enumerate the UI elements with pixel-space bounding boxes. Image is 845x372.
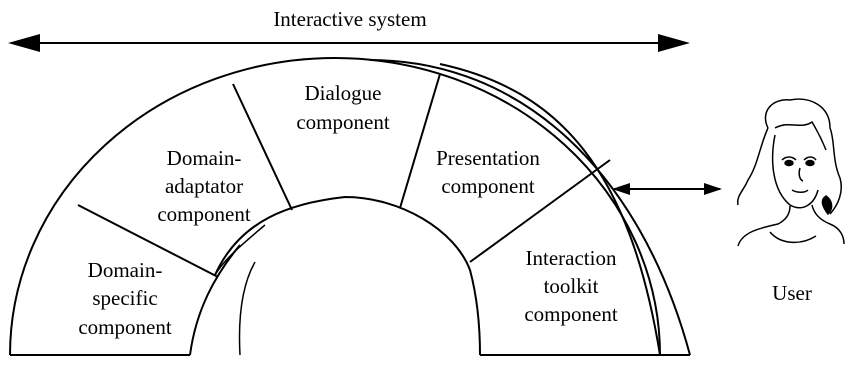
component-presentation: Presentation component (436, 146, 540, 198)
divider-specific-adaptator (77, 204, 219, 278)
dialogue-label-2: component (296, 110, 389, 134)
component-domain-specific: Domain- specific component (78, 258, 171, 339)
specific-label-2: specific (92, 286, 157, 310)
divider-adaptator-dialogue (232, 83, 293, 211)
arch-front (9, 57, 661, 356)
specific-label-3: component (78, 315, 171, 339)
interactive-system-span-arrow (8, 34, 690, 52)
segment-dividers (77, 73, 611, 278)
arch-back-layer (369, 59, 691, 356)
presentation-label-2: component (441, 174, 534, 198)
user-portrait-icon (736, 98, 845, 247)
dialogue-label-1: Dialogue (305, 81, 382, 105)
user-link-arrow (612, 183, 722, 195)
toolkit-label-2: toolkit (544, 274, 599, 298)
component-interaction-toolkit: Interaction toolkit component (524, 246, 617, 326)
user-label: User (772, 281, 812, 305)
adaptator-label-2: adaptator (165, 174, 243, 198)
toolkit-label-3: component (524, 302, 617, 326)
divider-presentation-toolkit (469, 159, 611, 263)
adaptator-label-1: Domain- (167, 146, 242, 170)
presentation-label-1: Presentation (436, 146, 540, 170)
component-domain-adaptator: Domain- adaptator component (157, 146, 250, 226)
divider-dialogue-presentation (399, 73, 441, 209)
adaptator-label-3: component (157, 202, 250, 226)
toolkit-label-1: Interaction (526, 246, 617, 270)
system-title: Interactive system (273, 7, 426, 31)
component-dialogue: Dialogue component (296, 81, 389, 134)
specific-label-1: Domain- (88, 258, 163, 282)
